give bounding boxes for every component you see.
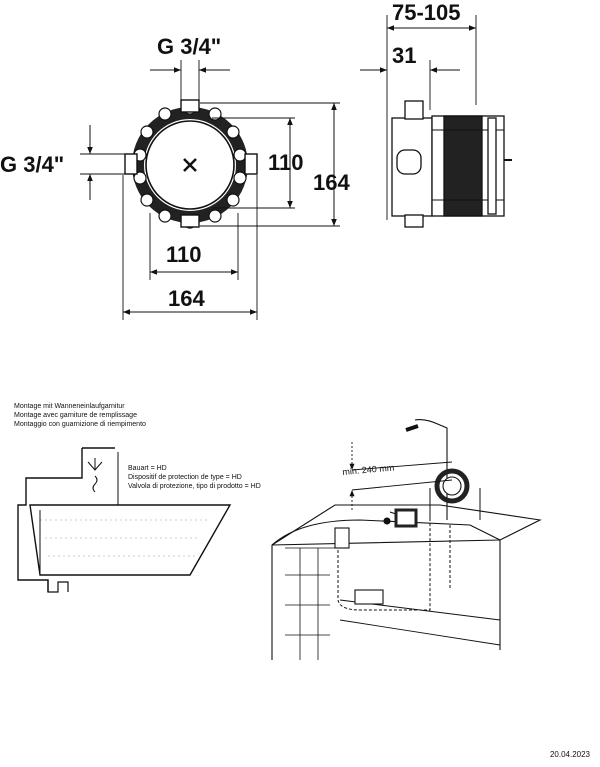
dim-g-top: G 3/4" — [157, 34, 221, 59]
front-dimension-lines — [87, 67, 337, 315]
dim-depth-range: 75-105 — [392, 0, 461, 25]
bathtub-installation — [271, 419, 542, 660]
protection-note-fr: Dispositif de protection de type = HD — [128, 474, 242, 482]
protection-note-it: Valvola di protezione, tipo di prodotto … — [128, 483, 261, 491]
dim-height-outer: 164 — [313, 170, 350, 195]
side-view — [386, 15, 512, 228]
front-view — [80, 60, 340, 320]
dim-width-outer: 164 — [168, 286, 205, 311]
installation-title-de: Montage mit Wanneneinlaufgarnitur — [14, 403, 125, 410]
installation-title-it: Montaggio con guarnizione di riempimento — [14, 421, 146, 429]
side-dimension-lines — [360, 25, 476, 73]
dim-depth-min: 31 — [392, 43, 416, 68]
dim-height-inner: 110 — [268, 150, 304, 175]
protection-note-de: Bauart = HD — [128, 465, 167, 472]
installation-title: Montage mit Wanneneinlaufgarnitur Montag… — [14, 402, 146, 430]
installation-title-fr: Montage avec garniture de remplissage — [14, 412, 137, 420]
dim-width-inner: 110 — [166, 242, 202, 267]
installation-section — [17, 447, 232, 593]
dim-g-left: G 3/4" — [0, 152, 64, 177]
document-date: 20.04.2023 — [549, 750, 590, 759]
protection-type-note: Bauart = HD Dispositif de protection de … — [128, 464, 261, 492]
